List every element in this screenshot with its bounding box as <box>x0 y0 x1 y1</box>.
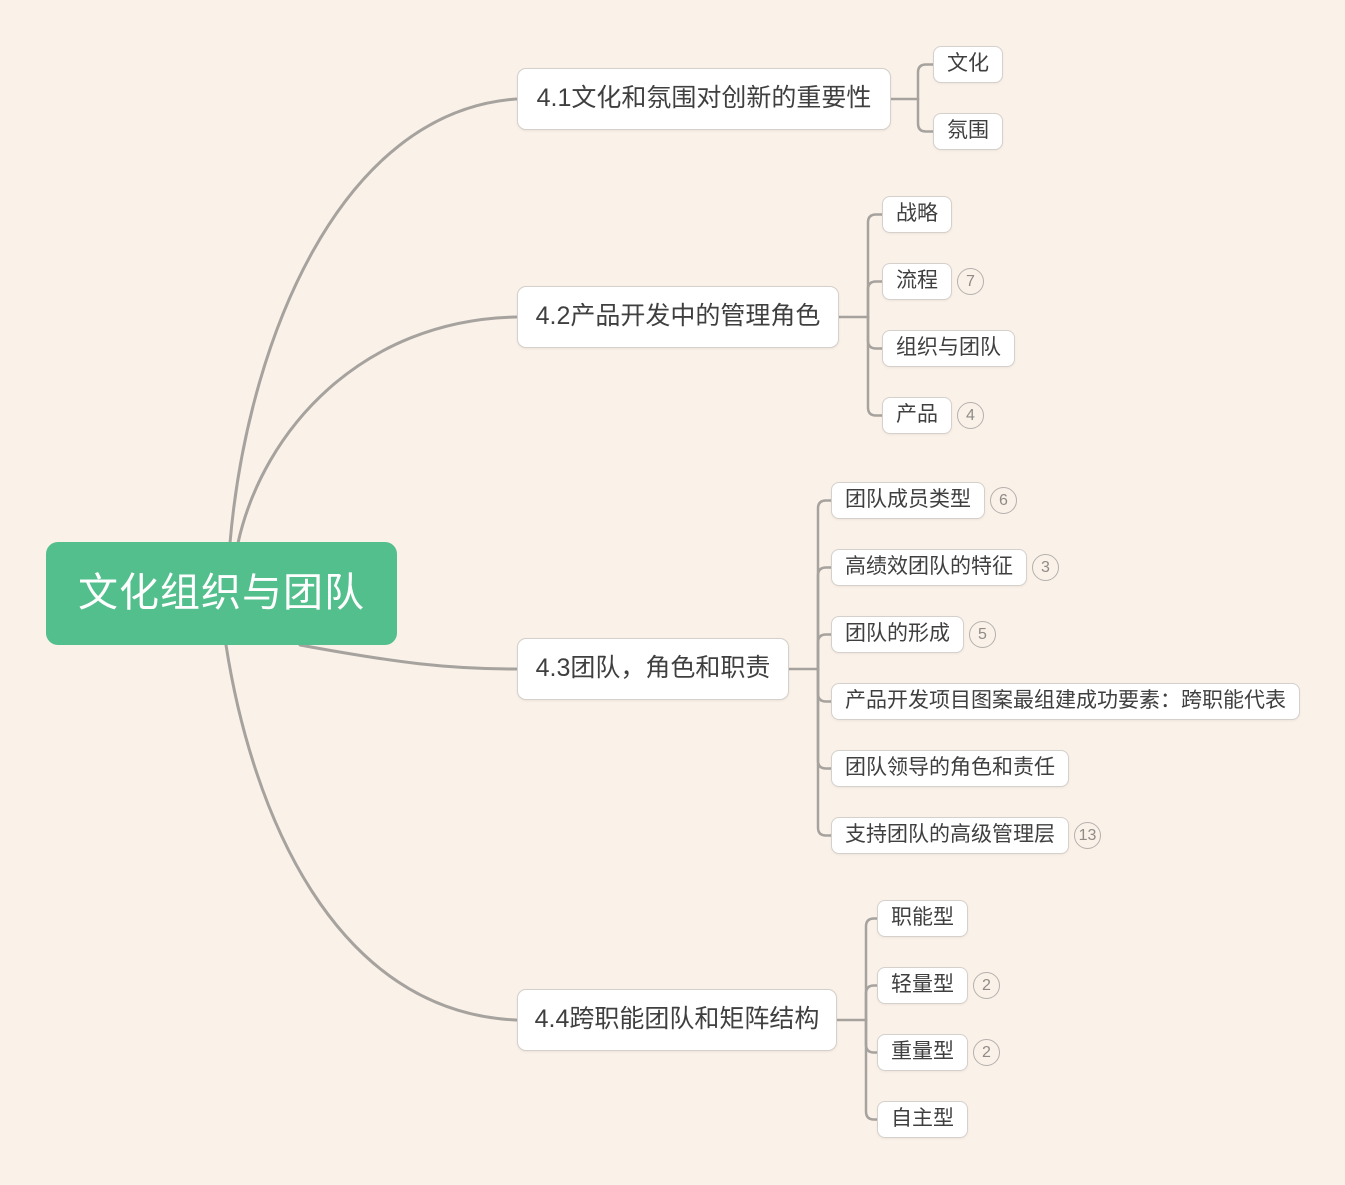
subtopic-label[interactable]: 职能型 <box>877 900 968 937</box>
root-branch-curves <box>224 97 518 1022</box>
collapse-badge[interactable]: 6 <box>990 487 1017 514</box>
subtopic-label[interactable]: 团队成员类型 <box>831 482 985 519</box>
main-topic-4-2[interactable]: 4.2产品开发中的管理角色 <box>517 286 839 348</box>
subtopic[interactable]: 团队成员类型 6 <box>831 482 1017 519</box>
subtopic-label[interactable]: 产品开发项目图案最组建成功要素：跨职能代表 <box>831 683 1300 720</box>
subtopic[interactable]: 自主型 <box>877 1101 968 1138</box>
subtopic[interactable]: 团队的形成 5 <box>831 616 996 653</box>
subtopic-label[interactable]: 文化 <box>933 46 1003 83</box>
subtopic[interactable]: 流程 7 <box>882 263 984 300</box>
collapse-badge[interactable]: 5 <box>969 621 996 648</box>
subtopic-label[interactable]: 氛围 <box>933 113 1003 150</box>
subtopic[interactable]: 产品开发项目图案最组建成功要素：跨职能代表 <box>831 683 1300 720</box>
subtopic-label[interactable]: 高绩效团队的特征 <box>831 549 1027 586</box>
collapse-badge[interactable]: 7 <box>957 268 984 295</box>
subtopic-label[interactable]: 支持团队的高级管理层 <box>831 817 1069 854</box>
subtopic-label[interactable]: 自主型 <box>877 1101 968 1138</box>
branch3-bracket <box>787 499 833 837</box>
subtopic[interactable]: 高绩效团队的特征 3 <box>831 549 1059 586</box>
subtopic[interactable]: 战略 <box>882 196 952 233</box>
subtopic[interactable]: 团队领导的角色和责任 <box>831 750 1069 787</box>
main-topic-4-4[interactable]: 4.4跨职能团队和矩阵结构 <box>517 989 837 1051</box>
main-topic-4-1[interactable]: 4.1文化和氛围对创新的重要性 <box>517 68 891 130</box>
subtopic[interactable]: 文化 <box>933 46 1003 83</box>
main-topic-4-3[interactable]: 4.3团队，角色和职责 <box>517 638 789 700</box>
collapse-badge[interactable]: 2 <box>973 972 1000 999</box>
subtopic-label[interactable]: 团队的形成 <box>831 616 964 653</box>
subtopic-label[interactable]: 重量型 <box>877 1034 968 1071</box>
subtopic[interactable]: 职能型 <box>877 900 968 937</box>
root-topic[interactable]: 文化组织与团队 <box>46 542 397 645</box>
collapse-badge[interactable]: 13 <box>1074 822 1101 849</box>
subtopic-label[interactable]: 流程 <box>882 263 952 300</box>
subtopic[interactable]: 轻量型 2 <box>877 967 1000 1004</box>
subtopic[interactable]: 支持团队的高级管理层 13 <box>831 817 1101 854</box>
subtopic-label[interactable]: 战略 <box>882 196 952 233</box>
subtopic[interactable]: 重量型 2 <box>877 1034 1000 1071</box>
branch1-bracket <box>889 63 935 133</box>
branch4-bracket <box>835 917 879 1121</box>
subtopic-label[interactable]: 产品 <box>882 397 952 434</box>
collapse-badge[interactable]: 2 <box>973 1039 1000 1066</box>
subtopic-label[interactable]: 轻量型 <box>877 967 968 1004</box>
collapse-badge[interactable]: 4 <box>957 402 984 429</box>
collapse-badge[interactable]: 3 <box>1032 554 1059 581</box>
subtopic[interactable]: 产品 4 <box>882 397 984 434</box>
subtopic-label[interactable]: 组织与团队 <box>882 330 1015 367</box>
subtopic[interactable]: 组织与团队 <box>882 330 1015 367</box>
branch2-bracket <box>837 213 884 417</box>
subtopic[interactable]: 氛围 <box>933 113 1003 150</box>
subtopic-label[interactable]: 团队领导的角色和责任 <box>831 750 1069 787</box>
